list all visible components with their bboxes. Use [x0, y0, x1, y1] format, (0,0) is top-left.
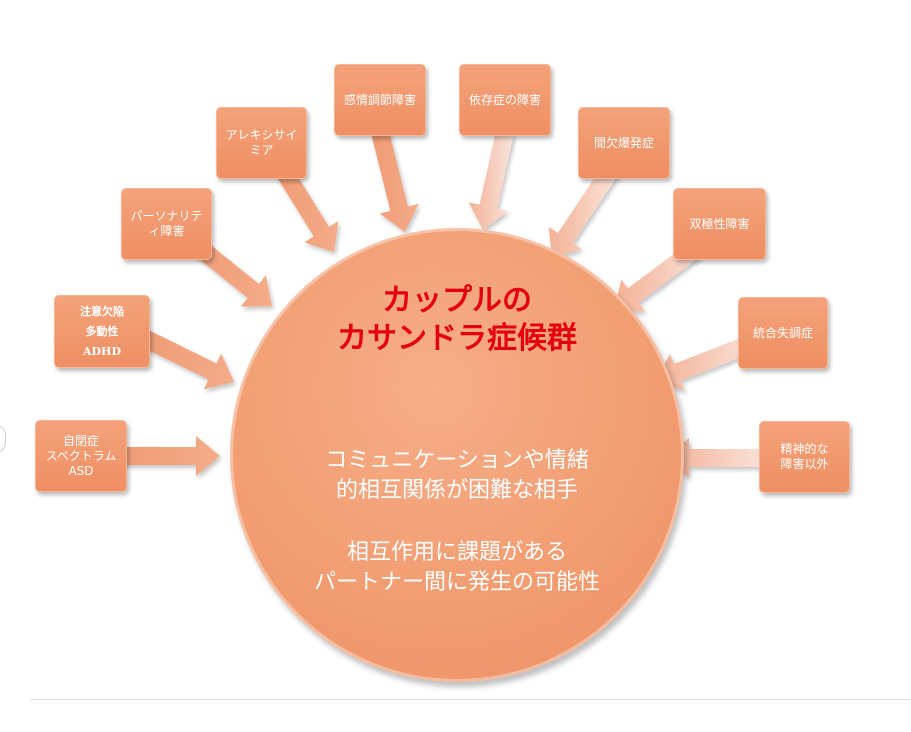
arrow-dependence — [468, 130, 514, 230]
box-non-disorder-line2: 障害以外 — [780, 457, 829, 471]
arrow-asd — [110, 436, 220, 476]
box-alexithymia-line2: ミア — [249, 143, 274, 157]
box-personality-line2: ィ障害 — [148, 224, 185, 238]
box-intermittent-line1: 間欠爆発症 — [593, 135, 654, 150]
box-alexithymia-line1: アレキシサイ — [225, 128, 298, 142]
box-schizophrenia-line1: 統合失調症 — [752, 325, 813, 340]
center-desc-line4: パートナー間に発生の可能性 — [313, 570, 600, 595]
box-asd-line1: 自閉症 — [62, 433, 99, 448]
arrow-intermittent — [548, 163, 620, 258]
box-adhd: 注意欠陥 多動性 ADHD — [54, 295, 150, 368]
box-adhd-line1: 注意欠陥 — [80, 304, 124, 318]
center-title-line1: カップルの — [382, 283, 532, 318]
box-adhd-line2: 多動性 — [85, 324, 119, 338]
box-bipolar-line1: 双極性障害 — [689, 216, 750, 231]
footer-divider — [30, 699, 911, 700]
center-desc-line1: コミュニケーションや情緒 — [325, 448, 589, 473]
arrow-non-disorder — [665, 438, 770, 478]
arrow-alexithymia — [272, 160, 339, 252]
arrow-schizophrenia — [655, 331, 764, 391]
central-circle: カップルの カサンドラ症候群 コミュニケーションや情緒 的相互関係が困難な相手 … — [230, 228, 684, 682]
box-asd-line2: スペクトラム — [45, 448, 117, 463]
center-title-line2: カサンドラ症候群 — [337, 321, 577, 356]
box-non-disorder-line1: 精神的な — [780, 442, 829, 456]
box-personality-line1: パーソナリテ — [130, 209, 203, 223]
box-emotion: 感情調節障害 — [334, 64, 426, 136]
box-personality: パーソナリテ ィ障害 — [121, 188, 212, 260]
box-non-disorder: 精神的な 障害以外 — [759, 421, 850, 493]
box-dependence: 依存症の障害 — [459, 64, 551, 136]
box-adhd-line3: ADHD — [82, 344, 121, 358]
arrow-emotion — [371, 129, 419, 232]
box-emotion-line1: 感情調節障害 — [343, 92, 416, 107]
box-schizophrenia: 統合失調症 — [738, 297, 828, 369]
box-bipolar: 双極性障害 — [673, 188, 766, 260]
box-alexithymia: アレキシサイ ミア — [216, 107, 307, 179]
arrow-adhd — [136, 327, 234, 390]
center-desc-line3: 相互作用に課題がある — [346, 540, 567, 565]
center-desc-line2: 的相互関係が困難な相手 — [335, 478, 578, 503]
box-intermittent: 間欠爆発症 — [578, 107, 670, 179]
box-asd-line3: ASD — [68, 463, 94, 478]
box-asd: 自閉症 スペクトラム ASD — [35, 420, 127, 492]
box-dependence-line1: 依存症の障害 — [468, 92, 541, 107]
